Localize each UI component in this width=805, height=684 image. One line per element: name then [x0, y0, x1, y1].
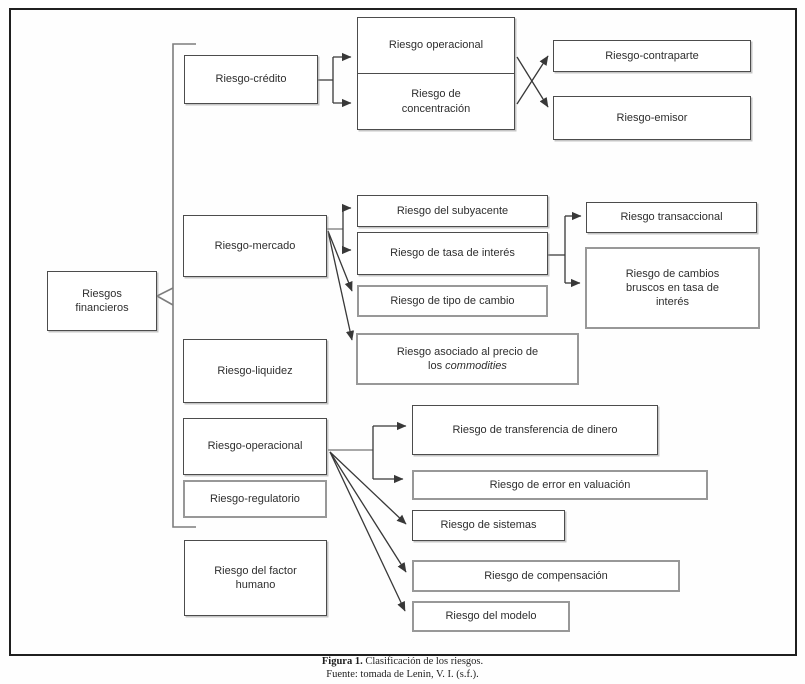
node-label: Riesgo del modelo: [445, 610, 537, 623]
diagram-border: [9, 8, 797, 656]
node-label: Riesgo de tasa de interés: [390, 247, 515, 260]
caption-title: Figura 1. Clasificación de los riesgos.: [0, 655, 805, 668]
node-label: Riesgo de transferencia de dinero: [452, 423, 618, 436]
node-label: Riesgo de cambios bruscos en tasa de int…: [625, 267, 720, 309]
node-riesgo-operacional-credito: Riesgo operacional: [358, 18, 514, 74]
node-riesgo-transferencia: Riesgo de transferencia de dinero: [412, 405, 658, 455]
node-label: Riesgo-mercado: [214, 239, 296, 252]
commodities-italic: commodities: [445, 360, 507, 372]
node-riesgo-subyacente: Riesgo del subyacente: [357, 195, 548, 227]
node-label: Riesgo de sistemas: [440, 519, 537, 532]
node-label: Riesgo-liquidez: [217, 364, 293, 377]
caption-source: Fuente: tomada de Lenin, V. I. (s.f.).: [326, 669, 479, 680]
node-label: Riesgo del factor humano: [214, 564, 297, 591]
node-label: Riesgo asociado al precio de los commodit…: [397, 345, 538, 374]
node-label: Riesgo-regulatorio: [210, 492, 300, 505]
node-label: Riesgo de tipo de cambio: [390, 294, 515, 307]
node-riesgo-operacional: Riesgo-operacional: [183, 418, 327, 475]
node-riesgo-mercado: Riesgo-mercado: [183, 215, 327, 277]
node-riesgo-tasa-interes: Riesgo de tasa de interés: [357, 232, 548, 275]
node-riesgo-commodities: Riesgo asociado al precio de los commodit…: [356, 333, 579, 385]
node-riesgo-compensacion: Riesgo de compensación: [412, 560, 680, 592]
node-riesgo-contraparte: Riesgo-contraparte: [553, 40, 751, 72]
node-label: Riesgos financieros: [75, 287, 129, 314]
node-riesgo-cambios-bruscos: Riesgo de cambios bruscos en tasa de int…: [585, 247, 760, 329]
node-riesgo-sistemas: Riesgo de sistemas: [412, 510, 565, 541]
node-riesgo-credito-subtipos: Riesgo operacional Riesgo de concentraci…: [357, 17, 515, 130]
node-riesgo-credito: Riesgo-crédito: [184, 55, 318, 104]
node-riesgo-regulatorio: Riesgo-regulatorio: [183, 480, 327, 518]
node-riesgo-liquidez: Riesgo-liquidez: [183, 339, 327, 403]
caption-text: Clasificación de los riesgos.: [365, 656, 484, 667]
node-label: Riesgo-contraparte: [605, 49, 699, 62]
node-riesgo-tipo-cambio: Riesgo de tipo de cambio: [357, 285, 548, 317]
commodities-line2-prefix: los: [428, 360, 446, 372]
node-riesgos-financieros: Riesgos financieros: [47, 271, 157, 331]
node-label: Riesgo-crédito: [215, 73, 287, 86]
node-label: Riesgo-operacional: [207, 440, 303, 453]
node-label: Riesgo de concentración: [401, 88, 471, 115]
node-label: Riesgo de error en valuación: [489, 478, 631, 491]
node-riesgo-factor-humano: Riesgo del factor humano: [184, 540, 327, 616]
commodities-line1: Riesgo asociado al precio de: [396, 345, 539, 358]
figure-caption: Figura 1. Clasificación de los riesgos. …: [0, 655, 805, 681]
caption-figure-number: Figura 1.: [321, 656, 363, 667]
node-riesgo-concentracion: Riesgo de concentración: [358, 74, 514, 129]
node-label: Riesgo operacional: [388, 39, 484, 52]
node-riesgo-modelo: Riesgo del modelo: [412, 601, 570, 632]
node-label: Riesgo de compensación: [484, 569, 608, 582]
node-label: Riesgo transaccional: [620, 211, 723, 224]
node-label: Riesgo-emisor: [616, 111, 688, 124]
node-label: Riesgo del subyacente: [396, 204, 509, 217]
node-riesgo-emisor: Riesgo-emisor: [553, 96, 751, 140]
node-riesgo-transaccional: Riesgo transaccional: [586, 202, 757, 233]
node-riesgo-error-valuacion: Riesgo de error en valuación: [412, 470, 708, 500]
